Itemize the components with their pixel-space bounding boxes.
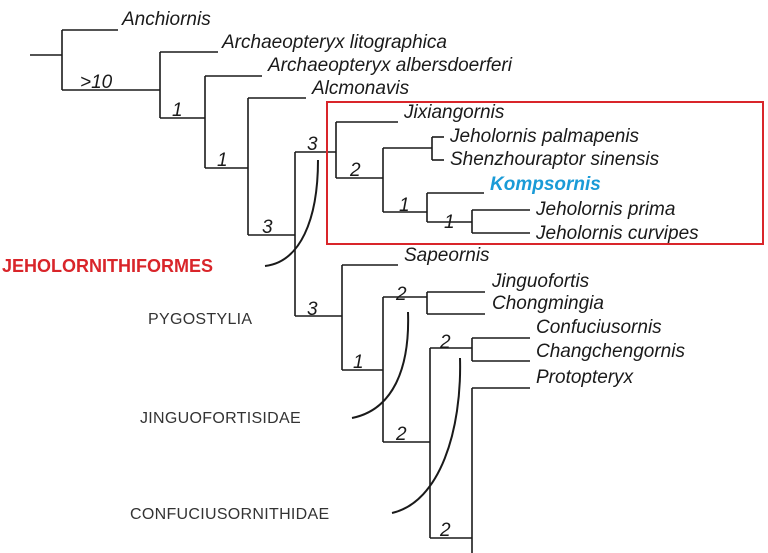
support-n7: 1 [399,195,410,216]
support-n9: 3 [307,299,318,320]
taxon-changchengornis: Changchengornis [536,341,685,362]
taxon-sapeornis: Sapeornis [404,245,490,266]
support-n5: 3 [307,134,318,155]
leader-confuciusornithidae [391,357,462,514]
support-n6: 2 [349,160,361,181]
clade-pygostylia: PYGOSTYLIA [148,311,252,328]
support-n14: 2 [439,520,451,541]
taxon-confuciusornis: Confuciusornis [536,317,662,338]
leader-jinguofortisidae [351,311,410,419]
taxon-jixiangornis: Jixiangornis [403,102,505,123]
taxon-chongmingia: Chongmingia [492,293,604,314]
taxon-alcmonavis: Alcmonavis [311,78,410,99]
clade-jinguofortisidae: JINGUOFORTISIDAE [140,410,301,427]
support-n4: 3 [262,217,273,238]
support-n10: 1 [353,352,364,373]
leader-jeholornithiformes [264,159,319,267]
taxon-archaeopteryx-lito: Archaeopteryx litographica [221,32,447,53]
taxon-jeholornis-prima: Jeholornis prima [535,199,675,220]
support-n2: 1 [172,100,183,121]
taxon-jeholornis-curvipes: Jeholornis curvipes [535,223,699,244]
support-n12: 2 [395,424,407,445]
support-n11: 2 [395,284,407,305]
taxon-jeholornis-palmapenis: Jeholornis palmapenis [449,126,640,147]
taxon-protopteryx: Protopteryx [536,367,635,388]
support-n8: 1 [444,212,455,233]
support-n3: 1 [217,150,228,171]
support-values: >10 1 1 3 3 2 1 1 3 1 2 2 2 2 [80,72,455,541]
support-n1: >10 [80,72,113,93]
clade-confuciusornithidae: CONFUCIUSORNITHIDAE [130,506,329,523]
clade-labels: JEHOLORNITHIFORMES PYGOSTYLIA JINGUOFORT… [2,256,329,523]
support-n13: 2 [439,332,451,353]
taxon-anchiornis: Anchiornis [121,9,211,30]
taxon-archaeopteryx-alb: Archaeopteryx albersdoerferi [267,55,513,76]
tree-branches [30,29,530,553]
jeholornithiformes-box [326,101,764,245]
clade-jeholornithiformes: JEHOLORNITHIFORMES [2,256,213,276]
taxon-labels: Anchiornis Archaeopteryx litographica Ar… [121,9,699,388]
taxon-shenzhouraptor: Shenzhouraptor sinensis [450,149,660,170]
taxon-kompsornis: Kompsornis [490,174,601,195]
taxon-jinguofortis: Jinguofortis [491,271,590,292]
